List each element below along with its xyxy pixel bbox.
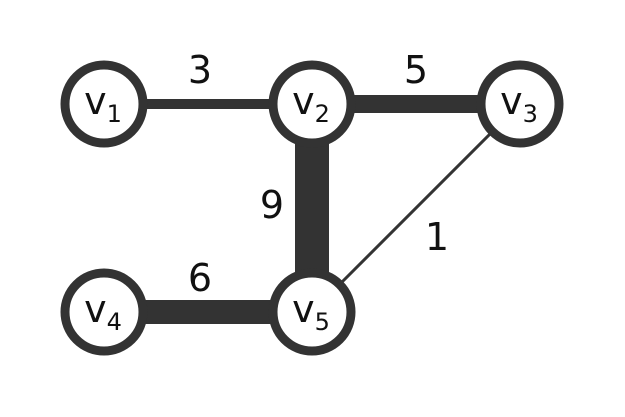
node-v2-base: v [292, 79, 315, 123]
node-v5-base: v [292, 287, 315, 331]
node-v3-circle [476, 60, 564, 148]
node-v4: v4 [60, 268, 148, 356]
node-v1-sub: 1 [107, 100, 122, 128]
node-v5-sub: 5 [315, 308, 330, 336]
weight-v2-v5: 9 [260, 183, 284, 227]
nodes: v1 v2 v3 v4 v5 [60, 60, 564, 356]
node-v2: v2 [268, 60, 356, 148]
node-v1-circle [60, 60, 148, 148]
edge-v3-v5 [310, 102, 522, 314]
edge-weights: 3 5 9 1 6 [188, 48, 449, 300]
node-v1-label: v1 [84, 79, 122, 128]
node-v4-sub: 4 [107, 308, 122, 336]
node-v2-label: v2 [292, 79, 330, 128]
node-v2-circle [268, 60, 356, 148]
node-v4-base: v [84, 287, 107, 331]
node-v1: v1 [60, 60, 148, 148]
node-v5-label: v5 [292, 287, 330, 336]
node-v5: v5 [268, 268, 356, 356]
node-v3-base: v [500, 79, 523, 123]
weight-v1-v2: 3 [188, 48, 212, 92]
node-v4-circle [60, 268, 148, 356]
node-v1-base: v [84, 79, 107, 123]
node-v2-sub: 2 [315, 100, 330, 128]
node-v3-label: v3 [500, 79, 538, 128]
node-v3: v3 [476, 60, 564, 148]
weight-v2-v3: 5 [404, 48, 428, 92]
weight-v4-v5: 6 [188, 256, 212, 300]
weight-v3-v5: 1 [425, 215, 449, 259]
node-v5-circle [268, 268, 356, 356]
node-v3-sub: 3 [523, 100, 538, 128]
node-v4-label: v4 [84, 287, 122, 336]
